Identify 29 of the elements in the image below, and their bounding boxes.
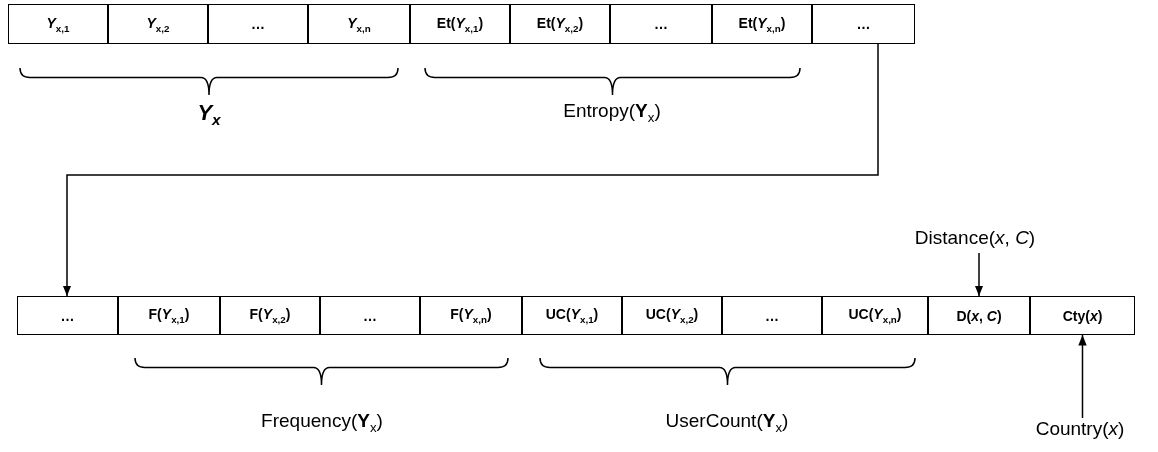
brace-label: UserCount(Y$_{x}$) bbox=[665, 410, 789, 435]
table-cell: Et(Y$_{x,1}$) bbox=[410, 4, 510, 44]
table-cell: … bbox=[208, 4, 308, 44]
table-cell: UC(Y$_{x,1}$) bbox=[522, 296, 622, 335]
arrow bbox=[1078, 334, 1087, 419]
table-cell: Cty(x) bbox=[1030, 296, 1135, 335]
brace-label: Frequency(Y$_{x}$) bbox=[261, 410, 383, 435]
annotation-text: Distance(x, C) bbox=[905, 227, 1045, 253]
table-cell: … bbox=[17, 296, 118, 335]
table-cell: F(Y$_{x,2}$) bbox=[220, 296, 320, 335]
table-cell: Y$_{x,n}$ bbox=[308, 4, 410, 44]
arrow bbox=[974, 252, 984, 297]
table-cell: F(Y$_{x,1}$) bbox=[118, 296, 220, 335]
table-cell: … bbox=[722, 296, 822, 335]
table-cell: … bbox=[812, 4, 915, 44]
table-cell: Y$_{x,1}$ bbox=[8, 4, 108, 44]
table-cell: Et(Y$_{x,n}$) bbox=[712, 4, 812, 44]
table-cell: F(Y$_{x,n}$) bbox=[420, 296, 522, 335]
arrow bbox=[62, 43, 879, 297]
table-cell: … bbox=[610, 4, 712, 44]
table-cell: UC(Y$_{x,n}$) bbox=[822, 296, 928, 335]
table-cell: Y$_{x,2}$ bbox=[108, 4, 208, 44]
table-cell: UC(Y$_{x,2}$) bbox=[622, 296, 722, 335]
brace-label: Y$_{x}$ bbox=[197, 100, 221, 130]
table-cell: Et(Y$_{x,2}$) bbox=[510, 4, 610, 44]
brace-label: Entropy(Y$_{x}$) bbox=[563, 100, 661, 125]
annotation-text: Country(x) bbox=[1020, 418, 1140, 444]
table-cell: … bbox=[320, 296, 420, 335]
table-cell: D(x, C) bbox=[928, 296, 1030, 335]
